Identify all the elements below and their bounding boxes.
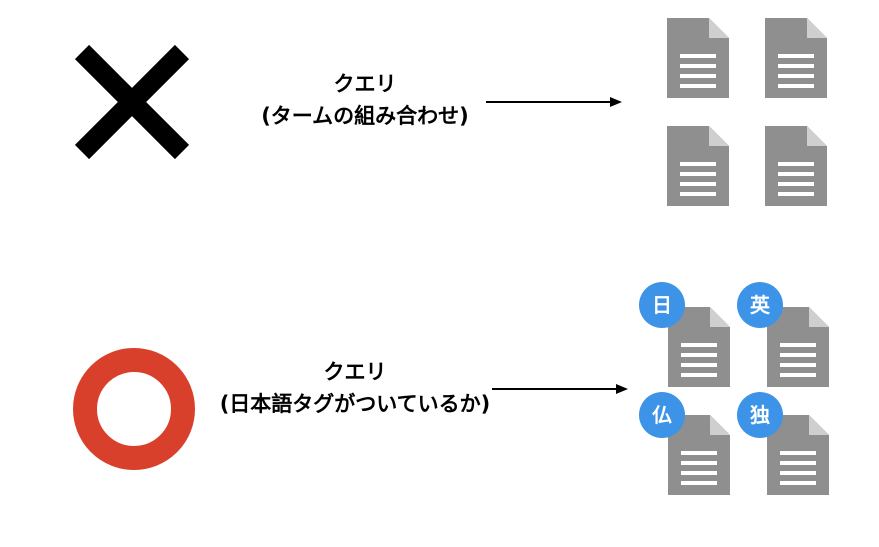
document-icon bbox=[765, 126, 827, 206]
bottom-query-label: クエリ (日本語タグがついているか) bbox=[195, 356, 515, 420]
top-query-subtitle: (タームの組み合わせ) bbox=[261, 104, 469, 128]
document-icon bbox=[765, 18, 827, 98]
bottom-query-subtitle: (日本語タグがついているか) bbox=[219, 392, 491, 416]
document-icon bbox=[667, 126, 729, 206]
document-icon bbox=[667, 18, 729, 98]
document-icon bbox=[668, 415, 730, 495]
bottom-query-title: クエリ bbox=[323, 360, 387, 384]
language-badge-english: 英 bbox=[737, 282, 783, 328]
cross-icon bbox=[74, 44, 190, 160]
language-badge-french: 仏 bbox=[639, 392, 685, 438]
document-icon bbox=[668, 307, 730, 387]
top-arrow bbox=[486, 97, 622, 107]
circle-icon bbox=[73, 348, 195, 470]
language-badge-german: 独 bbox=[737, 392, 783, 438]
bottom-arrow bbox=[492, 384, 628, 394]
document-icon bbox=[767, 415, 829, 495]
top-query-label: クエリ (タームの組み合わせ) bbox=[215, 68, 515, 132]
document-icon bbox=[767, 307, 829, 387]
language-badge-japanese: 日 bbox=[639, 282, 685, 328]
top-query-title: クエリ bbox=[333, 72, 397, 96]
